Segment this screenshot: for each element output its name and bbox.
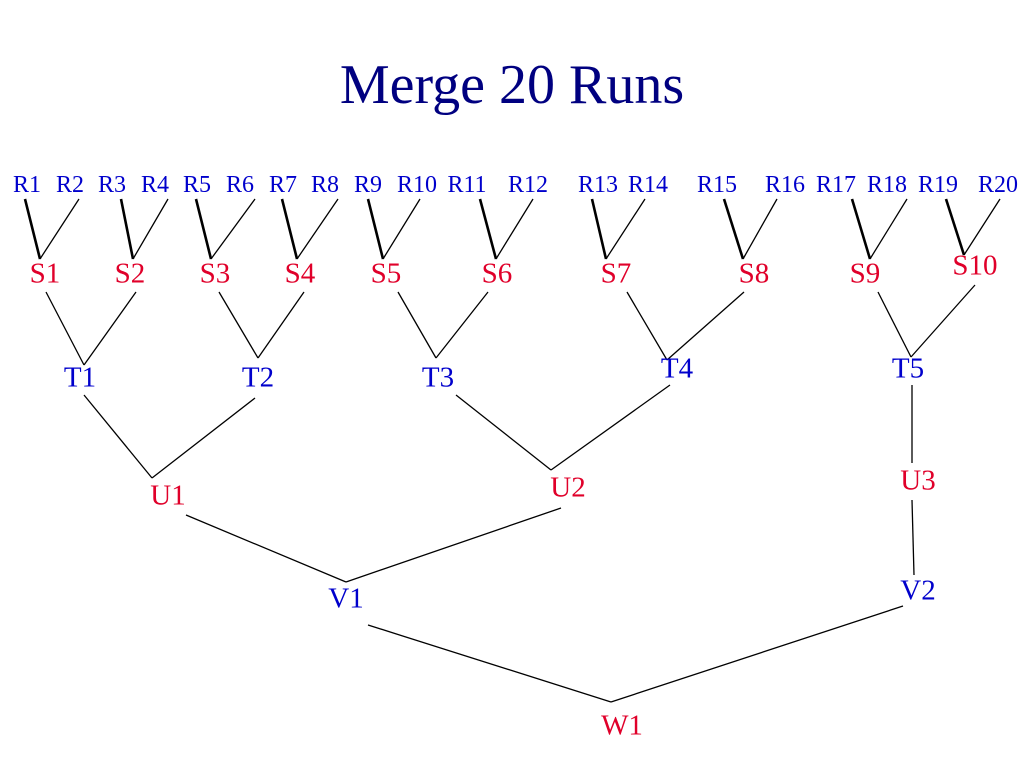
edge-s1-t1 (45, 291, 85, 366)
node-r2: R2 (55, 172, 85, 198)
edge-u3-v2 (911, 499, 915, 576)
node-s1: S1 (29, 257, 61, 290)
edge-s3-t2 (218, 291, 259, 359)
edge-r9-s5 (366, 198, 385, 260)
node-r4: R4 (140, 172, 170, 198)
edge-s7-t4 (626, 291, 668, 361)
edge-r13-s7 (590, 198, 608, 260)
edge-s6-t3 (435, 291, 489, 359)
node-v2: V2 (900, 574, 936, 607)
edge-u1-v1 (185, 514, 347, 583)
edge-s2-t1 (83, 291, 137, 366)
edge-r15-s8 (722, 198, 745, 260)
edge-u2-v1 (345, 507, 562, 583)
edge-r10-s5 (382, 198, 421, 260)
edge-r4-s2 (132, 198, 169, 260)
node-r19: R19 (917, 172, 959, 198)
node-r11: R11 (447, 172, 487, 198)
node-r12: R12 (507, 172, 549, 198)
node-r6: R6 (225, 172, 255, 198)
node-s6: S6 (481, 257, 513, 290)
edge-v1-w1 (367, 624, 612, 703)
edge-r6-s3 (210, 198, 256, 260)
node-s4: S4 (284, 257, 316, 290)
diagram-title: Merge 20 Runs (339, 54, 685, 116)
edge-s5-t3 (397, 291, 437, 359)
node-r15: R15 (696, 172, 738, 198)
node-t5: T5 (891, 352, 925, 385)
node-r10: R10 (396, 172, 438, 198)
edge-s9-t5 (877, 291, 912, 358)
edge-r19-s10 (944, 198, 966, 256)
edge-r1-s1 (23, 198, 42, 260)
edge-r8-s4 (296, 198, 339, 260)
node-u1: U1 (150, 479, 186, 512)
node-r8: R8 (310, 172, 340, 198)
node-t3: T3 (421, 361, 455, 394)
node-u2: U2 (550, 471, 586, 504)
node-s8: S8 (738, 257, 770, 290)
node-r9: R9 (353, 172, 383, 198)
node-s5: S5 (370, 257, 402, 290)
edge-r12-s6 (495, 198, 534, 260)
edge-r7-s4 (280, 198, 299, 260)
node-r17: R17 (815, 172, 857, 198)
node-r3: R3 (97, 172, 127, 198)
edge-r18-s9 (869, 198, 908, 260)
node-r18: R18 (866, 172, 908, 198)
node-r5: R5 (182, 172, 212, 198)
node-r1: R1 (12, 172, 42, 198)
node-t2: T2 (241, 361, 275, 394)
edge-r17-s9 (850, 198, 872, 260)
edge-s8-t4 (666, 291, 745, 361)
edge-t2-u1 (151, 397, 256, 479)
edge-r16-s8 (742, 198, 778, 260)
node-v1: V1 (328, 582, 364, 615)
node-r16: R16 (764, 172, 806, 198)
node-s3: S3 (199, 257, 231, 290)
edge-r11-s6 (478, 198, 498, 260)
edge-s10-t5 (910, 284, 976, 358)
node-r13: R13 (577, 172, 619, 198)
node-s9: S9 (849, 257, 881, 290)
node-t1: T1 (63, 361, 97, 394)
edge-t4-u2 (550, 384, 671, 471)
node-s2: S2 (114, 257, 146, 290)
edge-v2-w1 (610, 605, 904, 703)
edge-r14-s7 (605, 198, 646, 260)
node-t4: T4 (660, 352, 694, 385)
edge-r20-s10 (963, 198, 1001, 256)
edge-t3-u2 (455, 394, 552, 471)
node-r7: R7 (268, 172, 298, 198)
edge-r2-s1 (39, 198, 80, 260)
edge-r3-s2 (119, 198, 135, 260)
node-s7: S7 (600, 257, 632, 290)
node-w1: W1 (601, 709, 643, 742)
node-r20: R20 (977, 172, 1019, 198)
node-r14: R14 (627, 172, 669, 198)
edge-r5-s3 (194, 198, 213, 260)
edge-s4-t2 (257, 291, 305, 359)
edge-t1-u1 (83, 394, 153, 479)
node-s10: S10 (952, 249, 998, 282)
node-u3: U3 (900, 464, 936, 497)
